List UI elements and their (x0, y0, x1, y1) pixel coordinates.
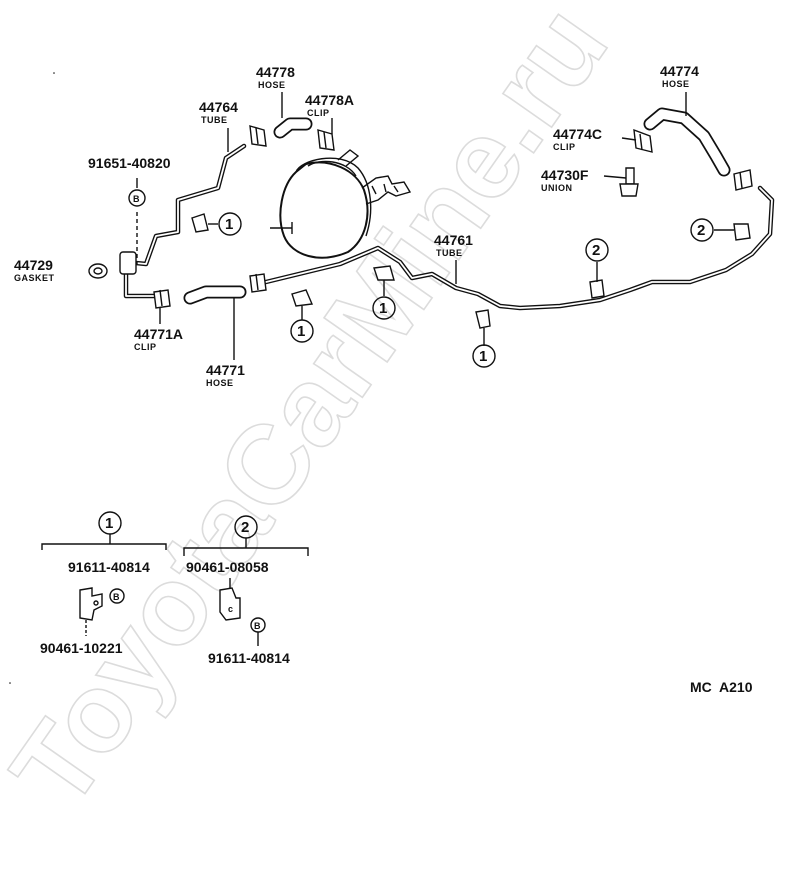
hose-44774 (643, 107, 731, 177)
diagram-code: MC A210 (690, 679, 753, 695)
svg-text:2: 2 (592, 242, 600, 259)
caption-44774C: CLIP (553, 142, 576, 152)
brake-booster (270, 149, 412, 259)
svg-text:B: B (254, 621, 261, 631)
caption-44771: HOSE (206, 378, 234, 388)
svg-text:1: 1 (225, 216, 233, 233)
marker-2-a: 2 (585, 238, 609, 262)
svg-text:B: B (133, 194, 140, 204)
scan-dot (53, 72, 55, 74)
clip-hose-44771-right (249, 273, 267, 293)
group-2-part-a: 90461-08058 (186, 559, 269, 575)
union-44730F (619, 167, 639, 197)
caption-44729: GASKET (14, 273, 55, 283)
label-44778A: 44778A (305, 92, 354, 108)
bolt-marker-top: B (128, 189, 146, 207)
clip-hose-44778-left (249, 125, 267, 147)
watermark: ToyotaCarMine.ru (0, 0, 632, 830)
legend-group-1: 1 91611-40814 B 90461-10221 (40, 511, 167, 656)
group-1-bolt-marker: B (109, 588, 125, 604)
group-1-part-b: 90461-10221 (40, 640, 123, 656)
group-2-part-b: 91611-40814 (208, 650, 290, 666)
group-2-bolt-marker: B (250, 617, 266, 633)
clip-44771A (153, 289, 171, 309)
caption-44778A: CLIP (307, 108, 330, 118)
clamp-1-a (191, 213, 209, 233)
marker-2-b: 2 (690, 218, 714, 242)
clip-44774C (633, 128, 653, 153)
leader-44730F (603, 175, 627, 179)
label-44771A: 44771A (134, 326, 183, 342)
marker-1-d: 1 (472, 344, 496, 368)
marker-1-b: 1 (290, 319, 314, 343)
marker-1-a: 1 (218, 212, 242, 236)
clamp-1-c (373, 265, 395, 281)
group-1-part-a: 91611-40814 (68, 559, 150, 575)
svg-text:B: B (113, 592, 120, 602)
label-44774C: 44774C (553, 126, 602, 142)
leader-44774C (621, 137, 637, 141)
clamp-2-b (733, 223, 751, 241)
label-44771: 44771 (206, 362, 245, 378)
caption-44778: HOSE (258, 80, 286, 90)
svg-text:2: 2 (241, 519, 249, 536)
hose-44771 (183, 285, 247, 305)
scan-dot (9, 682, 11, 684)
svg-text:1: 1 (479, 348, 487, 365)
svg-text:1: 1 (105, 515, 113, 532)
clip-44778A (317, 129, 335, 151)
svg-text:2: 2 (697, 222, 705, 239)
gasket-44729 (88, 263, 108, 279)
tube-44761 (263, 185, 775, 311)
marker-1-c: 1 (372, 296, 396, 320)
caption-44774: HOSE (662, 79, 690, 89)
legend-group-2: 2 90461-08058 c B 91611-40814 (183, 515, 309, 666)
caption-44761: TUBE (436, 248, 463, 258)
group-2-clamp-c: c (228, 604, 234, 614)
label-44761: 44761 (434, 232, 473, 248)
clip-hose-44774-right (733, 169, 753, 191)
caption-44730F: UNION (541, 183, 573, 193)
caption-44764: TUBE (201, 115, 228, 125)
tube-44764 (119, 143, 247, 299)
svg-text:1: 1 (379, 300, 387, 317)
svg-text:1: 1 (297, 323, 305, 340)
hose-44778 (273, 117, 313, 139)
clamp-2-a (589, 279, 605, 299)
label-44730F: 44730F (541, 167, 589, 183)
clamp-1-b (291, 289, 314, 307)
label-44764: 44764 (199, 99, 238, 115)
label-44778: 44778 (256, 64, 295, 80)
clamp-1-d (475, 309, 491, 329)
label-44774: 44774 (660, 63, 699, 79)
label-91651: 91651-40820 (88, 155, 171, 171)
label-44729: 44729 (14, 257, 53, 273)
caption-44771A: CLIP (134, 342, 157, 352)
